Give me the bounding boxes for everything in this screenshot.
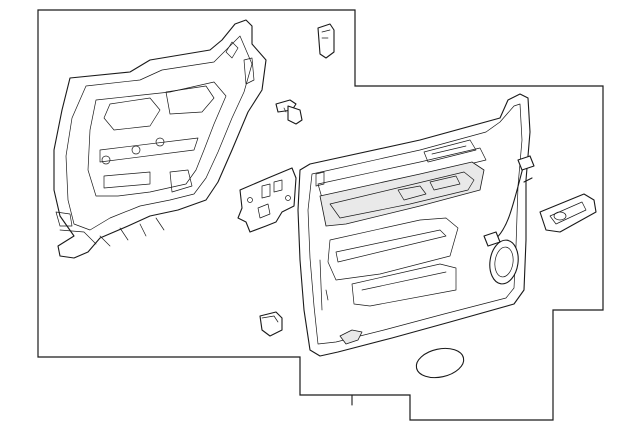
door-inner-trim-frame bbox=[53, 19, 267, 259]
retainer-clip bbox=[275, 99, 303, 125]
door-trim-panel bbox=[297, 93, 531, 357]
reflector-lens bbox=[415, 347, 465, 379]
trim-clip bbox=[259, 311, 283, 337]
end-cap bbox=[317, 23, 335, 59]
inside-handle-bezel bbox=[539, 193, 597, 233]
mounting-bracket bbox=[237, 167, 297, 233]
wiring-harness bbox=[483, 155, 535, 247]
